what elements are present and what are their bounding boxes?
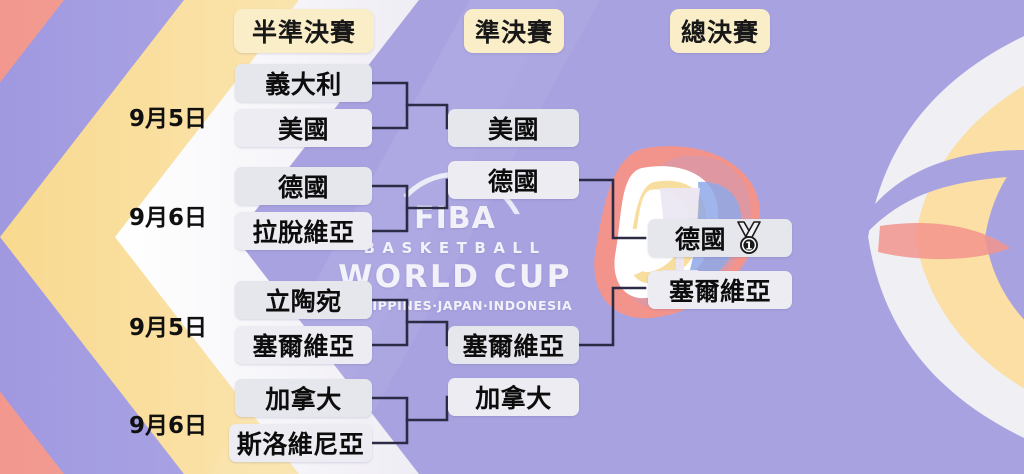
qf1-team-top[interactable]: 義大利 <box>235 64 372 102</box>
sf2-team-bottom[interactable]: 加拿大 <box>448 378 579 416</box>
qf2-team-bottom[interactable]: 拉脫維亞 <box>235 212 372 250</box>
header-final: 總決賽 <box>670 9 770 53</box>
qf3-team-top[interactable]: 立陶宛 <box>235 281 372 319</box>
sf1-team-bottom[interactable]: 德國 <box>448 161 579 199</box>
final-champion-label: 德國 <box>674 225 726 254</box>
header-quarterfinals: 半準決賽 <box>234 9 374 53</box>
qf1-team-bottom[interactable]: 美國 <box>235 109 372 147</box>
final-team-runnerup[interactable]: 塞爾維亞 <box>648 271 792 309</box>
date-label-3: 9月5日 <box>129 315 208 341</box>
date-label-4: 9月6日 <box>129 413 208 439</box>
final-team-champion[interactable]: 德國 1 <box>648 219 792 257</box>
qf4-team-bottom[interactable]: 斯洛維尼亞 <box>229 424 372 462</box>
qf4-team-top[interactable]: 加拿大 <box>235 379 372 417</box>
qf3-team-bottom[interactable]: 塞爾維亞 <box>235 326 372 364</box>
date-label-1: 9月5日 <box>129 106 208 132</box>
sf1-team-top[interactable]: 美國 <box>448 109 579 147</box>
date-label-2: 9月6日 <box>129 205 208 231</box>
right-swoosh-pattern <box>856 0 1024 474</box>
gold-medal-icon: 1 <box>733 221 765 255</box>
header-semifinals: 準決賽 <box>464 9 564 53</box>
medal-rank-text: 1 <box>745 240 753 252</box>
sf2-team-top[interactable]: 塞爾維亞 <box>448 326 579 364</box>
qf2-team-top[interactable]: 德國 <box>235 167 372 205</box>
